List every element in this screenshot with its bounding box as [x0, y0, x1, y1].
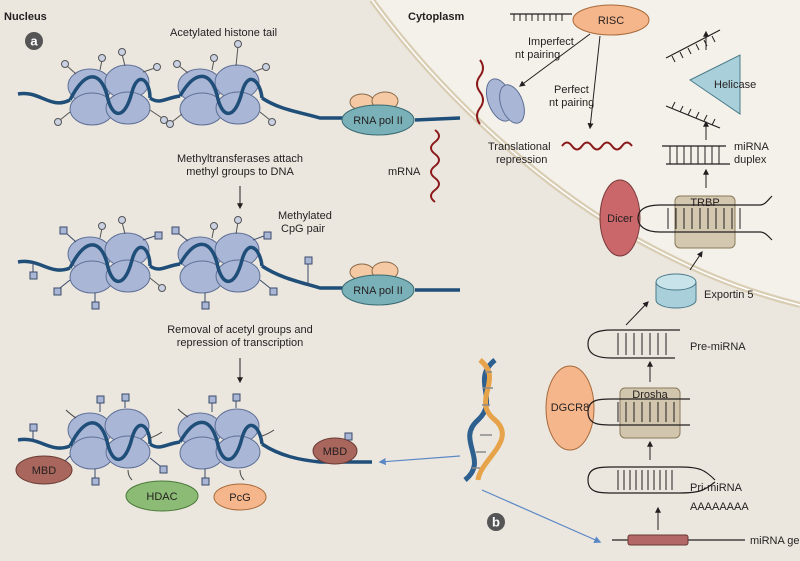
imperfect-label-line2: nt pairing [515, 49, 560, 61]
helicase-label: Helicase [714, 79, 756, 91]
translational-label-line1: Translational [488, 141, 551, 153]
rna-pol-ii-2: RNA pol II [341, 261, 415, 306]
nucleosome [67, 64, 152, 126]
mirna-duplex-label-line1: miRNA [734, 141, 769, 153]
nucleosome [177, 408, 264, 470]
arrow-to-exportin [625, 301, 649, 326]
imperfect-label-line1: Imperfect [528, 36, 574, 48]
blue-arrow-to-chromatin [378, 455, 461, 466]
mirna-duplex-label-line2: duplex [734, 154, 767, 166]
methyl-groups [29, 226, 313, 310]
exportin-5 [655, 273, 697, 309]
rna-pol-ii-label-2: RNA pol II [353, 285, 403, 297]
arrow-perfect [587, 35, 601, 130]
mirna-gene-label: miRNA gene [750, 535, 800, 547]
cleaved-mrna [561, 141, 633, 151]
dicer-label: Dicer [607, 213, 633, 225]
methylated-label-line2: CpG pair [281, 223, 325, 235]
risc-complex [510, 4, 650, 36]
panel-b-marker: b [487, 513, 505, 531]
acetylated-histone-tail-label: Acetylated histone tail [170, 27, 277, 39]
panel-a-marker: a [25, 32, 43, 50]
acetyl-tails [98, 216, 242, 292]
cytoplasm-label: Cytoplasm [408, 11, 464, 23]
nucleus-label: Nucleus [4, 11, 47, 23]
perfect-label-line1: Perfect [554, 84, 589, 96]
drosha-label: Drosha [632, 389, 668, 401]
mrna-strand [430, 129, 440, 203]
svg-text:a: a [30, 34, 38, 49]
exportin-label: Exportin 5 [704, 289, 754, 301]
rna-pol-ii-label-1: RNA pol II [353, 115, 403, 127]
translational-label-line2: repression [496, 154, 547, 166]
mirna-duplex [662, 145, 730, 165]
rna-pol-ii-1: RNA pol II [341, 91, 415, 136]
mbd-protein-left: MBD [15, 455, 73, 485]
deacetylated-tails [65, 408, 275, 481]
svg-text:PcG: PcG [229, 492, 250, 504]
helicase [665, 29, 741, 129]
methyltransferase-label-line1: Methyltransferases attach [177, 153, 303, 165]
poly-a-label: AAAAAAAA [690, 501, 749, 513]
pre-mirna-label: Pre-miRNA [690, 341, 746, 353]
nucleosome [67, 408, 152, 470]
chromatin-row-1: RNA pol II [17, 40, 461, 203]
methylated-label-line1: Methylated [278, 210, 332, 222]
mirna-gene [612, 534, 745, 546]
removal-label-line2: repression of transcription [177, 337, 304, 349]
mrna-label: mRNA [388, 166, 421, 178]
pcg-protein: PcG [213, 483, 267, 511]
removal-label-line1: Removal of acetyl groups and [167, 324, 313, 336]
risc-label: RISC [598, 15, 624, 27]
nucleosome [177, 232, 264, 294]
pri-mirna-label: Pri-miRNA [690, 482, 743, 494]
ribosome-repressed [476, 59, 525, 125]
dna-double-helix [463, 358, 505, 482]
acetyl-tails [54, 40, 276, 128]
arrow-imperfect [519, 33, 591, 87]
svg-text:HDAC: HDAC [146, 491, 177, 503]
svg-text:b: b [492, 515, 500, 530]
blue-arrow-to-gene [481, 489, 602, 543]
svg-text:MBD: MBD [32, 465, 57, 477]
methyltransferase-label-line2: methyl groups to DNA [186, 166, 294, 178]
mbd-protein-right: MBD [312, 437, 358, 465]
perfect-label-line2: nt pairing [549, 97, 594, 109]
trbp-label: TRBP [690, 197, 719, 209]
dicer-complex [599, 179, 773, 257]
dgcr8-label: DGCR8 [551, 402, 590, 414]
pri-mirna-hairpin [587, 466, 716, 494]
pre-mirna-hairpin [587, 329, 680, 359]
hdac-protein: HDAC [125, 480, 199, 512]
drosha-complex [545, 365, 690, 451]
nucleosome [177, 64, 264, 126]
svg-text:MBD: MBD [323, 446, 348, 458]
arrow-to-dicer [689, 251, 703, 271]
chromatin-row-2: RNA pol II [17, 216, 460, 310]
chromatin-row-3: MBD MBD HDAC PcG [15, 393, 372, 512]
nucleosome [67, 232, 152, 294]
